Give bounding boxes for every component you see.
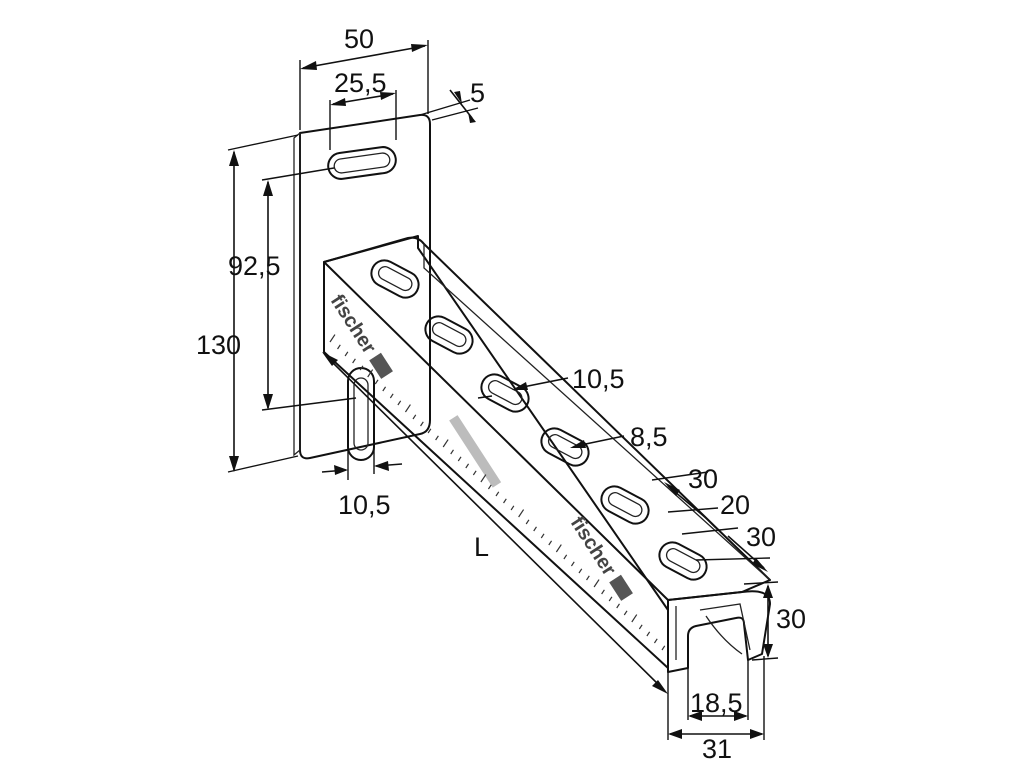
plate-top-slot — [327, 146, 397, 180]
scale-tick — [586, 575, 590, 581]
scale-tick — [359, 365, 364, 371]
dim-slot-pitch-a: 30 — [688, 464, 718, 494]
scale-tick — [352, 358, 356, 364]
dim-rail-slot-width: 10,5 — [572, 364, 625, 394]
scale-ticks — [329, 334, 666, 651]
scale-tick — [548, 540, 553, 546]
dim-profile-opening: 18,5 — [690, 688, 743, 718]
rail-profile: fischer fischer — [323, 235, 771, 673]
scale-tick — [397, 400, 402, 406]
scale-tick — [329, 334, 336, 343]
scale-tick — [518, 509, 525, 518]
dim-profile-height: 30 — [776, 604, 806, 634]
scale-tick — [367, 369, 374, 378]
brand-text-1: fischer — [326, 291, 380, 358]
scale-tick — [533, 526, 537, 532]
product-code-marking — [449, 415, 502, 488]
scale-tick — [404, 404, 411, 413]
scale-tick — [487, 484, 492, 490]
scale-tick — [540, 533, 545, 539]
dim-length: L — [474, 532, 489, 562]
dim-profile-width: 31 — [702, 734, 732, 764]
scale-tick — [435, 435, 439, 441]
scale-tick — [427, 428, 432, 434]
scale-tick — [503, 498, 507, 504]
dimension-lines — [227, 40, 779, 740]
scale-tick — [661, 645, 666, 651]
scale-tick — [563, 554, 568, 560]
scale-tick — [472, 470, 477, 476]
dim-plate-height: 130 — [196, 330, 241, 360]
scale-tick — [374, 379, 379, 385]
scale-tick — [344, 351, 349, 357]
scale-tick — [578, 568, 583, 574]
scale-tick — [412, 414, 417, 420]
scale-tick — [570, 561, 575, 567]
scale-tick — [601, 589, 605, 595]
wall-plate — [293, 113, 431, 461]
scale-tick — [653, 638, 658, 644]
scale-tick — [593, 579, 600, 588]
scale-tick — [510, 505, 515, 511]
scale-tick — [389, 393, 394, 399]
dim-bottom-slot-width: 10,5 — [338, 490, 391, 520]
dim-plate-width: 50 — [344, 24, 374, 54]
scale-tick — [555, 544, 562, 553]
dimension-labels: 50 25,5 5 92,5 130 10,5 10,5 8,5 30 20 3… — [196, 24, 806, 764]
dim-slot-length: 20 — [720, 490, 750, 520]
scale-tick — [646, 631, 651, 637]
dim-rail-slot-height: 8,5 — [630, 422, 668, 452]
scale-tick — [631, 614, 638, 623]
scale-tick — [420, 421, 424, 427]
dim-slot-spacing: 92,5 — [228, 251, 281, 281]
scale-tick — [495, 491, 500, 497]
dim-slot-width: 25,5 — [334, 68, 387, 98]
scale-tick — [337, 344, 341, 350]
dim-plate-thickness: 5 — [470, 78, 485, 108]
scale-tick — [382, 386, 387, 392]
scale-tick — [465, 463, 470, 469]
scale-tick — [608, 596, 613, 602]
dim-slot-pitch-b: 30 — [746, 522, 776, 552]
scale-tick — [450, 449, 454, 455]
scale-tick — [442, 439, 449, 448]
scale-tick — [525, 519, 530, 525]
scale-tick — [623, 610, 628, 616]
scale-tick — [457, 456, 462, 462]
scale-tick — [638, 624, 643, 630]
scale-tick — [616, 603, 620, 609]
scale-tick — [480, 474, 487, 483]
rail-slots — [370, 259, 708, 581]
